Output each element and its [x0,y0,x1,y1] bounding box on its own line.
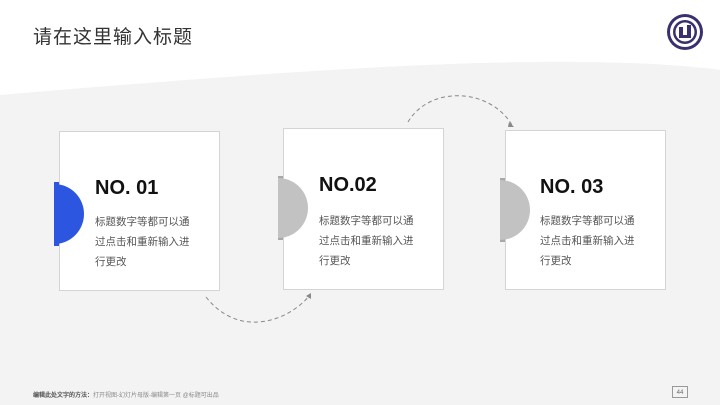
step-text-line: 行更改 [540,255,572,267]
step-description: 标题数字等都可以通 过点击和重新输入进 行更改 [319,211,419,271]
step-description: 标题数字等都可以通 过点击和重新输入进 行更改 [540,211,640,271]
step-text-line: 过点击和重新输入进 [95,236,190,248]
step-text-line: 过点击和重新输入进 [319,235,414,247]
step-text-line: 标题数字等都可以通 [95,216,190,228]
step-card-1[interactable]: NO. 01 标题数字等都可以通 过点击和重新输入进 行更改 [59,131,220,291]
step-number: NO. 03 [540,176,604,198]
step-description: 标题数字等都可以通 过点击和重新输入进 行更改 [95,212,195,272]
arrow-head-1 [306,293,311,299]
step-text-line: 标题数字等都可以通 [319,215,414,227]
arrow-head-2 [508,122,514,127]
step-text-line: 标题数字等都可以通 [540,215,635,227]
step-number: NO. 01 [95,177,159,199]
step-text-line: 行更改 [319,255,351,267]
footer-note: 编辑此处文字的方法：打开视图-幻灯片母版-编辑第一页 @标题可出品 [33,390,219,399]
slide-title[interactable]: 请在这里输入标题 [33,27,194,48]
page-number: 44 [672,386,688,398]
step-text-line: 过点击和重新输入进 [540,235,635,247]
step-card-3[interactable]: NO. 03 标题数字等都可以通 过点击和重新输入进 行更改 [505,130,666,290]
university-seal-icon [667,14,703,50]
step-card-2[interactable]: NO.02 标题数字等都可以通 过点击和重新输入进 行更改 [283,128,444,290]
step-text-line: 行更改 [95,256,127,268]
footer-prefix: 编辑此处文字的方法： [33,393,94,399]
step-number: NO.02 [319,174,377,196]
footer-text: 打开视图-幻灯片母版-编辑第一页 @标题可出品 [93,393,219,399]
